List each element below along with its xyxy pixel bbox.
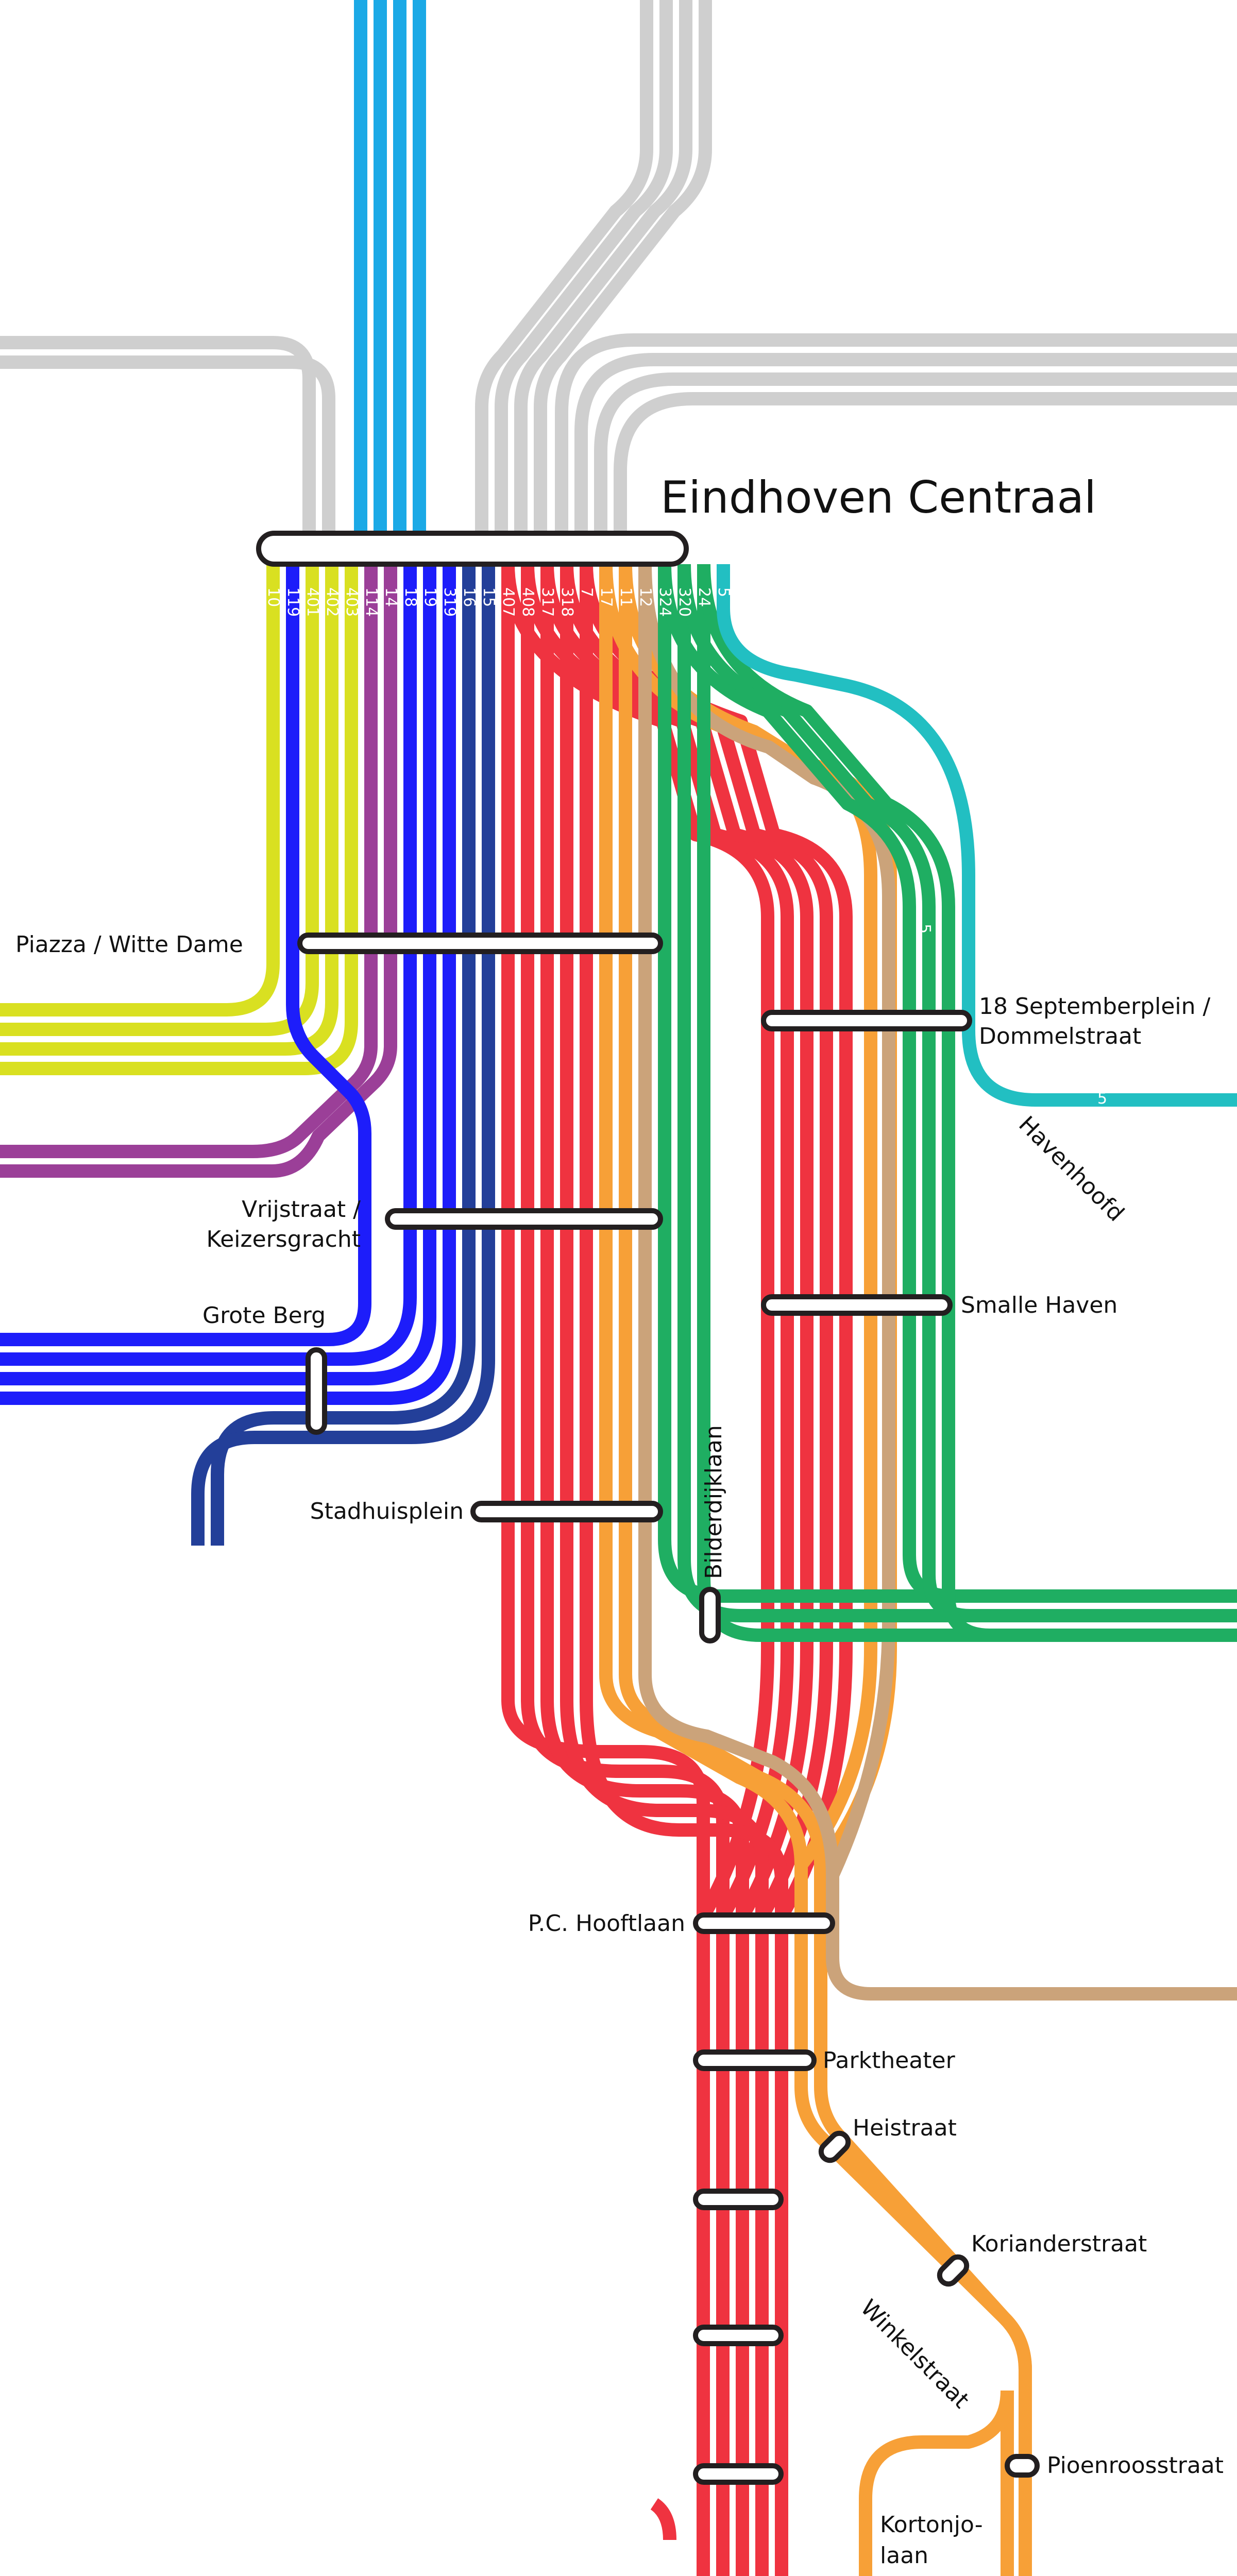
route-number-408: 408: [519, 587, 537, 617]
route-line-5: [717, 564, 1237, 1107]
station-label-pioenroosstraat: Pioenroosstraat: [1047, 2452, 1224, 2479]
station-label-bilderdijklaan: Bilderdijklaan: [701, 1425, 727, 1579]
route-line-15: [191, 564, 495, 1546]
grey-line: [594, 372, 1237, 536]
route-number-403: 403: [343, 587, 361, 617]
route-line-402: [0, 564, 338, 1056]
route-line-114: [0, 564, 378, 1158]
stop-unnamed-2[interactable]: [693, 2325, 784, 2346]
station-label-18-septemberplein-1: 18 Septemberplein /: [979, 993, 1211, 1020]
station-label-grote-berg: Grote Berg: [202, 1302, 326, 1329]
route-line-18: [0, 564, 417, 1366]
route-number-7: 7: [578, 587, 596, 597]
route-line-320: [677, 564, 1237, 1622]
route-number-16: 16: [460, 587, 478, 607]
station-label-piazza: Piazza / Witte Dame: [15, 931, 243, 958]
route-line-10: [0, 564, 280, 1016]
station-label-smalle-haven: Smalle Haven: [961, 1292, 1117, 1318]
stop-pc-hooftlaan[interactable]: [693, 1912, 835, 1934]
grey-line: [534, 0, 712, 536]
hub-title: Eindhoven Centraal: [660, 472, 1096, 523]
stop-piazza[interactable]: [297, 933, 663, 954]
route-number-119: 119: [284, 587, 302, 617]
stop-18-septemberplein[interactable]: [761, 1010, 972, 1031]
route-number-324: 324: [656, 587, 674, 617]
grey-line: [574, 353, 1237, 536]
route-number-24: 24: [695, 587, 713, 607]
route-number-401: 401: [303, 587, 321, 617]
route-number-11: 11: [617, 587, 635, 607]
route-number-114: 114: [362, 587, 380, 617]
route-number-10: 10: [264, 587, 282, 607]
grey-lines: [0, 0, 1237, 536]
route-number-5: 5: [715, 587, 733, 597]
route-line-17-loop-south: [859, 2390, 1014, 2576]
stop-parktheater[interactable]: [693, 2049, 817, 2071]
station-label-vrijstraat-1: Vrijstraat /: [242, 1196, 361, 1223]
cyan-trunk: [354, 0, 426, 536]
station-label-korianderstraat: Korianderstraat: [971, 2231, 1147, 2257]
station-label-heistraat: Heistraat: [853, 2115, 957, 2141]
station-label-18-septemberplein-2: Dommelstraat: [979, 1023, 1141, 1049]
stop-eindhoven-centraal[interactable]: [256, 531, 689, 567]
route-number-17: 17: [597, 587, 615, 607]
grey-line: [475, 0, 653, 536]
station-label-kortonjolaan-1: Kortonjo-: [880, 2512, 983, 2538]
route-number-19: 19: [421, 587, 439, 607]
station-label-parktheater: Parktheater: [823, 2047, 956, 2074]
route-line-11: [619, 564, 1032, 2576]
grey-line: [555, 333, 1237, 536]
stop-unnamed-3[interactable]: [693, 2463, 784, 2485]
stop-unnamed-1[interactable]: [693, 2189, 784, 2210]
route-number-319: 319: [440, 587, 459, 617]
grey-line: [495, 0, 673, 536]
route-line-401: [0, 564, 319, 1036]
line-label-5-a: 5: [916, 924, 934, 934]
route-line-319: [0, 564, 456, 1405]
route-number-18: 18: [401, 587, 419, 607]
grey-line: [514, 0, 692, 536]
stop-heistraat[interactable]: [818, 2130, 852, 2164]
station-label-pc-hooftlaan: P.C. Hooftlaan: [528, 1910, 685, 1937]
line-label-5-b: 5: [1097, 1090, 1107, 1108]
route-number-402: 402: [323, 587, 341, 617]
route-line-403: [0, 564, 358, 1075]
route-number-317: 317: [538, 587, 556, 617]
station-label-vrijstraat-2: Keizersgracht: [207, 1226, 361, 1252]
route-line-7: [580, 564, 788, 2576]
route-number-12: 12: [636, 587, 654, 607]
stop-bilderdijklaan[interactable]: [699, 1587, 721, 1643]
grey-line: [0, 336, 316, 536]
route-line-12: [638, 564, 1237, 2001]
station-label-stadhuisplein: Stadhuisplein: [310, 1498, 464, 1524]
stop-korianderstraat[interactable]: [936, 2253, 970, 2287]
station-label-kortonjolaan-2: laan: [880, 2543, 928, 2569]
route-number-407: 407: [499, 587, 517, 617]
route-line-19: [0, 564, 436, 1385]
grey-line: [614, 392, 1237, 536]
route-number-320: 320: [675, 587, 693, 617]
stop-smalle-haven[interactable]: [761, 1294, 953, 1316]
route-line-14: [0, 564, 397, 1178]
route-number-318: 318: [558, 587, 576, 617]
route-number-15: 15: [480, 587, 498, 607]
station-label-winkelstraat: Winkelstraat: [855, 2295, 974, 2414]
stop-stadhuisplein[interactable]: [470, 1501, 663, 1522]
route-line-24-loop: [697, 564, 990, 1642]
station-label-havenhoofd: Havenhoofd: [1013, 1111, 1129, 1227]
stops: [256, 531, 1040, 2485]
route-line-119: [0, 564, 371, 1346]
route-lines: [0, 564, 1237, 2576]
route-line-red-stub: [650, 2498, 676, 2540]
stop-pioenroosstraat[interactable]: [1005, 2454, 1040, 2478]
route-number-14: 14: [382, 587, 400, 607]
stop-grote-berg[interactable]: [306, 1347, 327, 1435]
grey-line: [0, 355, 335, 536]
stop-vrijstraat[interactable]: [385, 1208, 663, 1230]
